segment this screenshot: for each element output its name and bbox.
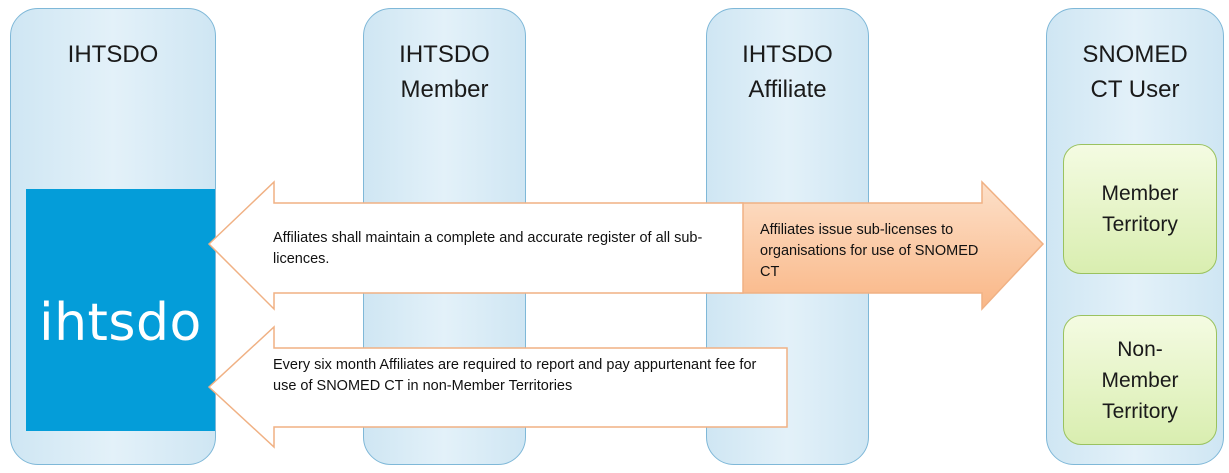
member-territory-box: Member Territory [1063, 144, 1217, 274]
ihtsdo-logo: ihtsdo [26, 189, 215, 431]
column-ihtsdo: IHTSDO ihtsdo [10, 8, 216, 465]
column-title-user: SNOMED CT User [1082, 41, 1188, 103]
column-title-affiliate: IHTSDO Affiliate [742, 41, 833, 103]
sublicense-arrow [739, 180, 1045, 311]
register-arrow [207, 180, 744, 311]
sublicense-arrow-text: Affiliates issue sub-licenses to organis… [760, 222, 979, 280]
logo-text: ihtsdo [39, 293, 202, 353]
register-arrow-text: Affiliates shall maintain a complete and… [273, 230, 703, 267]
column-title-ihtsdo: IHTSDO [67, 41, 159, 68]
report-arrow [207, 325, 788, 449]
non-member-territory-box: Non- Member Territory [1063, 315, 1217, 445]
column-title-member: IHTSDO Member [399, 41, 490, 103]
report-arrow-text: Every six month Affiliates are required … [273, 357, 757, 394]
